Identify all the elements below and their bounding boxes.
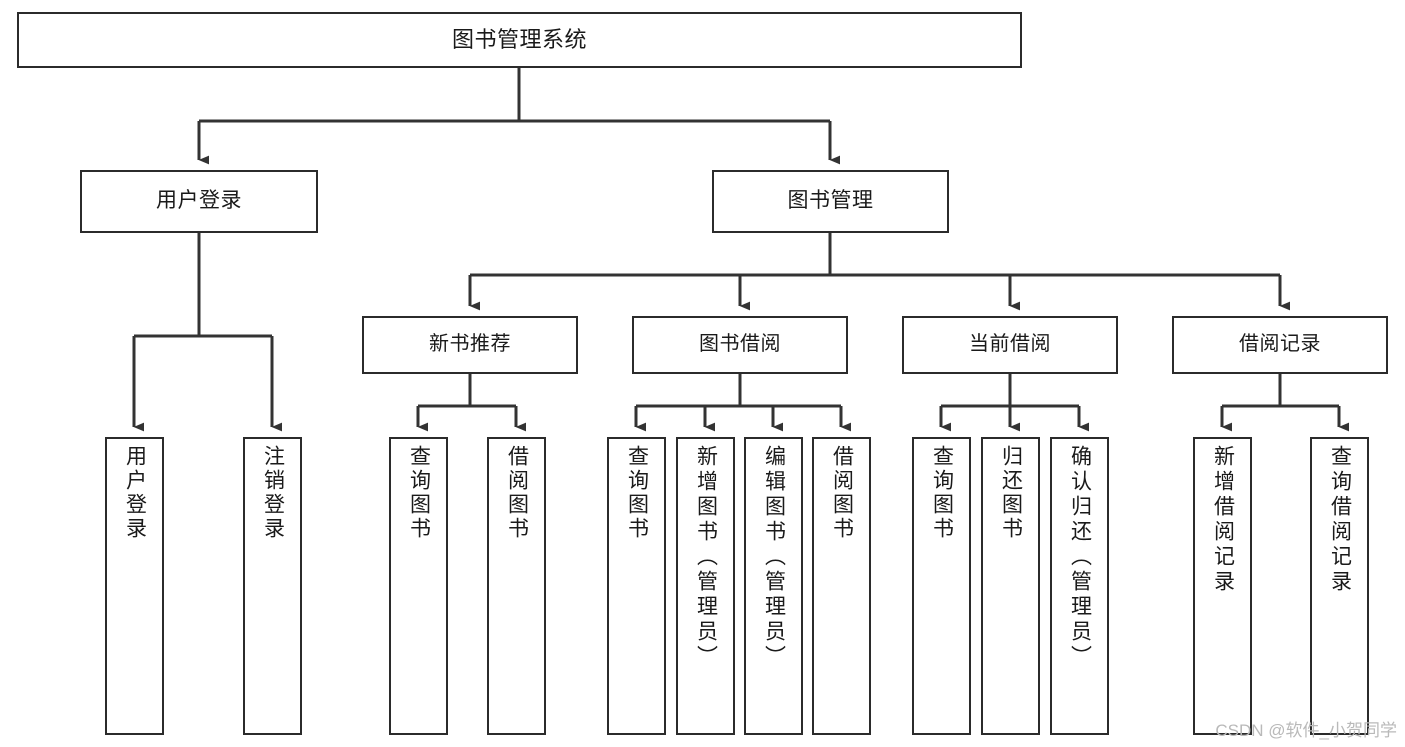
leaf-label: 确认归还（管理员） xyxy=(1068,445,1092,670)
leaf-label: 归还图书 xyxy=(999,445,1023,541)
leaf-current-return-book[interactable]: 归还图书 xyxy=(981,437,1040,735)
leaf-borrow-borrow-book[interactable]: 借阅图书 xyxy=(812,437,871,735)
node-user-login-label: 用户登录 xyxy=(156,189,242,213)
leaf-borrow-add-book-admin[interactable]: 新增图书（管理员） xyxy=(676,437,735,735)
leaf-label: 新增图书（管理员） xyxy=(694,445,718,670)
node-new-book-recommend-label: 新书推荐 xyxy=(429,333,511,356)
leaf-label: 借阅图书 xyxy=(505,445,529,541)
leaf-borrow-edit-book-admin[interactable]: 编辑图书（管理员） xyxy=(744,437,803,735)
leaf-label: 新增借阅记录 xyxy=(1211,445,1235,595)
leaf-label: 编辑图书（管理员） xyxy=(762,445,786,670)
leaf-label: 注销登录 xyxy=(261,445,285,541)
leaf-current-query-book[interactable]: 查询图书 xyxy=(912,437,971,735)
leaf-new-book-query[interactable]: 查询图书 xyxy=(389,437,448,735)
node-current-borrow[interactable]: 当前借阅 xyxy=(902,316,1118,374)
leaf-user-login-logout[interactable]: 注销登录 xyxy=(243,437,302,735)
leaf-current-confirm-return-admin[interactable]: 确认归还（管理员） xyxy=(1050,437,1109,735)
node-book-borrow[interactable]: 图书借阅 xyxy=(632,316,848,374)
leaf-label: 查询图书 xyxy=(407,445,431,541)
node-book-borrow-label: 图书借阅 xyxy=(699,333,781,356)
leaf-label: 查询借阅记录 xyxy=(1328,445,1352,595)
node-current-borrow-label: 当前借阅 xyxy=(969,333,1051,356)
leaf-label: 用户登录 xyxy=(123,445,147,541)
node-borrow-record-label: 借阅记录 xyxy=(1239,333,1321,356)
node-user-login[interactable]: 用户登录 xyxy=(80,170,318,233)
node-borrow-record[interactable]: 借阅记录 xyxy=(1172,316,1388,374)
leaf-label: 查询图书 xyxy=(625,445,649,541)
leaf-borrow-query-book[interactable]: 查询图书 xyxy=(607,437,666,735)
leaf-label: 查询图书 xyxy=(930,445,954,541)
leaf-new-book-borrow[interactable]: 借阅图书 xyxy=(487,437,546,735)
node-root-book-management-system[interactable]: 图书管理系统 xyxy=(17,12,1022,68)
node-root-label: 图书管理系统 xyxy=(451,27,587,53)
leaf-label: 借阅图书 xyxy=(830,445,854,541)
node-book-management[interactable]: 图书管理 xyxy=(712,170,949,233)
node-book-management-label: 图书管理 xyxy=(787,189,874,213)
leaf-record-add-record[interactable]: 新增借阅记录 xyxy=(1193,437,1252,735)
leaf-record-query-record[interactable]: 查询借阅记录 xyxy=(1310,437,1369,735)
node-new-book-recommend[interactable]: 新书推荐 xyxy=(362,316,578,374)
leaf-user-login-login[interactable]: 用户登录 xyxy=(105,437,164,735)
